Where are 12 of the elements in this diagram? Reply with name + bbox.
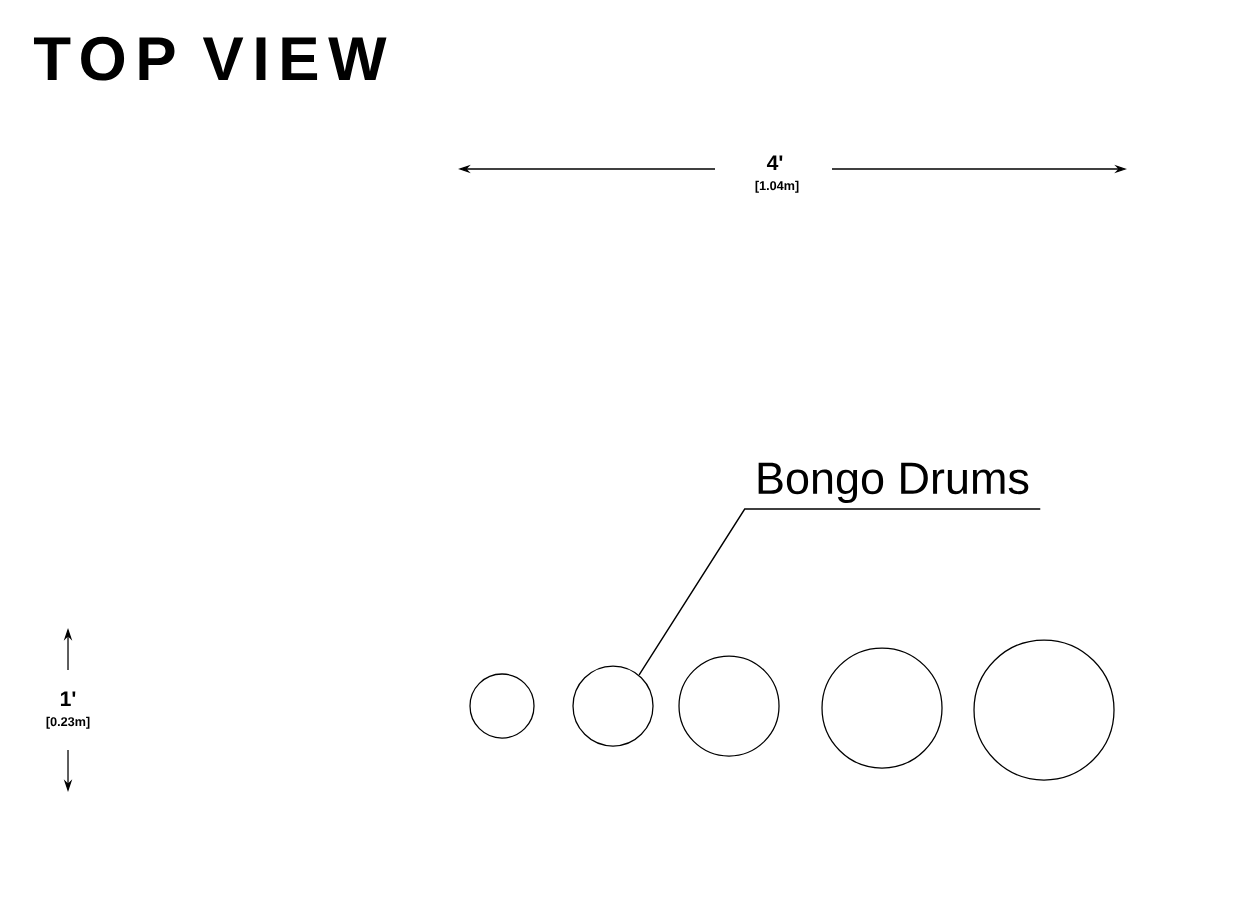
leader-line xyxy=(638,508,1041,676)
drum-circle xyxy=(469,673,535,739)
dimension-label: [1.04m] xyxy=(755,180,799,193)
drum-circle xyxy=(973,639,1115,781)
drum-circle xyxy=(572,665,654,747)
drum-circle xyxy=(821,647,943,769)
dimension-label: 1' xyxy=(60,691,76,706)
dimension-label: 4' xyxy=(766,155,783,170)
dimension-label: [0.23m] xyxy=(46,716,90,729)
part-label: Bongo Drums xyxy=(758,462,1029,504)
drum-circle xyxy=(678,655,780,757)
title: TOP VIEW xyxy=(34,36,387,81)
